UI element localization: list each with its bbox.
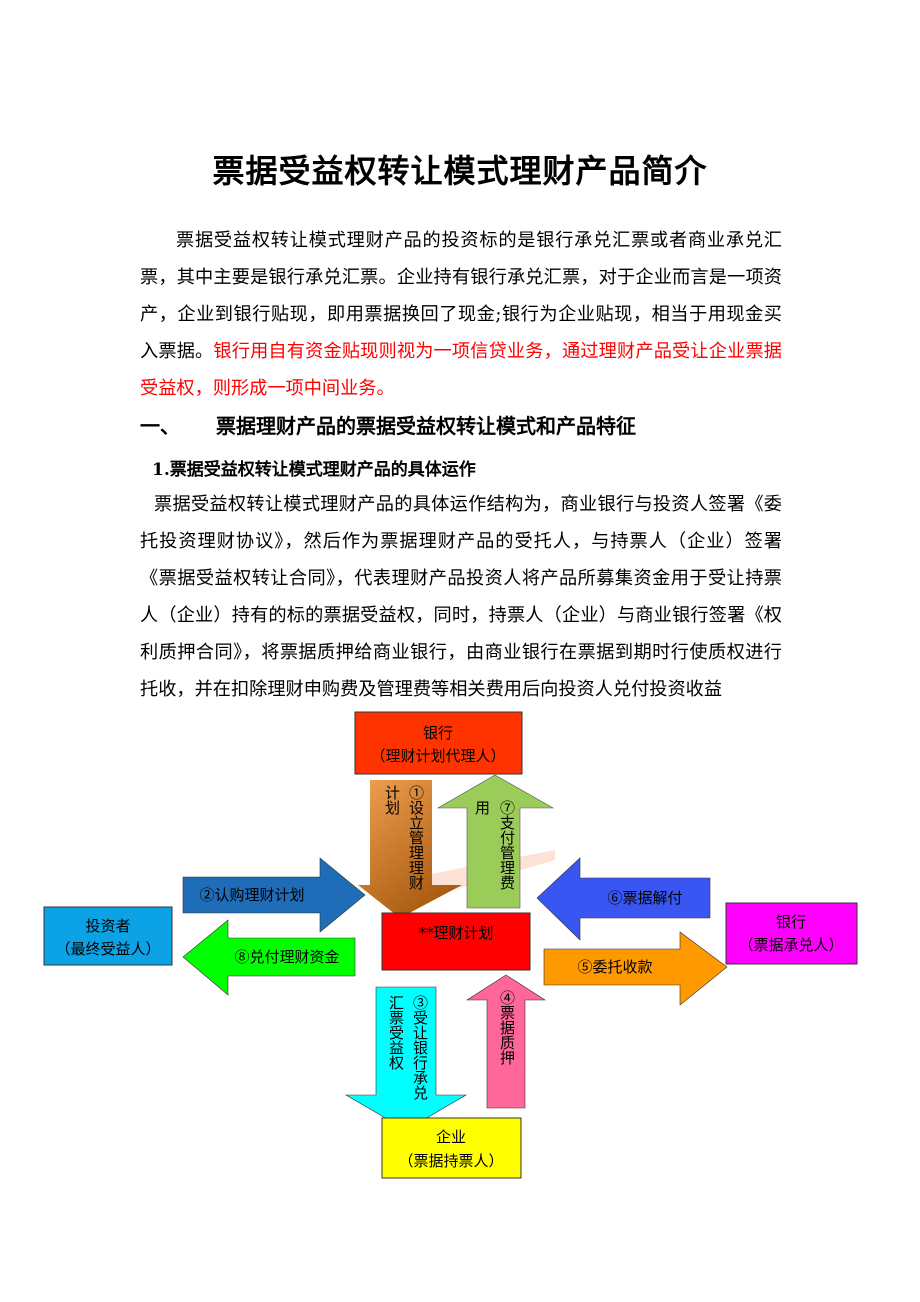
arrow-subscribe-plan: ②认购理财计划	[182, 857, 366, 933]
svg-text:（票据承兑人）: （票据承兑人）	[738, 936, 843, 954]
investor-box: 投资者 （最终受益人）	[43, 906, 173, 966]
arrow-bill-payment: ⑥票据解付	[536, 857, 711, 941]
plan-box: **理财计划	[381, 912, 531, 971]
arrow-pay-management-fee: ⑦支付管理费 用	[436, 774, 555, 909]
intro-text: 票据受益权转让模式理财产品的投资标的是银行承兑汇票或者商业承兑汇票，其中主要是银…	[140, 230, 782, 362]
arrow-set-up-plan: ①设立管理理财 计划	[358, 780, 462, 918]
intro-highlight: 银行用自有资金贴现则视为一项信贷业务，通过理财产品受让企业票据受益权，则形成一项…	[140, 341, 782, 399]
svg-text:③受让银行承兑: ③受让银行承兑	[411, 995, 429, 1101]
enterprise-box: 企业 （票据持票人）	[381, 1117, 522, 1179]
svg-text:④票据质押: ④票据质押	[498, 990, 516, 1066]
svg-text:⑤委托收款: ⑤委托收款	[577, 958, 652, 976]
svg-text:⑦支付管理费: ⑦支付管理费	[498, 800, 516, 890]
document-title: 票据受益权转让模式理财产品简介	[212, 152, 708, 190]
svg-text:⑧兑付理财资金: ⑧兑付理财资金	[234, 948, 339, 966]
section-title: 票据理财产品的票据受益权转让模式和产品特征	[216, 414, 636, 438]
svg-text:企业: 企业	[436, 1128, 466, 1146]
svg-text:银行: 银行	[423, 724, 453, 742]
section-number: 一、	[140, 414, 180, 438]
svg-text:用: 用	[473, 800, 491, 816]
subsection-heading: 1.票据受益权转让模式理财产品的具体运作	[152, 460, 476, 480]
arrow-label: ①设立管理理财	[407, 785, 425, 891]
bank-agent-box: 银行 （理财计划代理人）	[354, 711, 523, 775]
svg-text:银行: 银行	[776, 913, 806, 931]
bank-acceptor-box: 银行 （票据承兑人）	[725, 902, 858, 965]
svg-text:⑥票据解付: ⑥票据解付	[607, 889, 682, 907]
arrow-transfer-beneficial-right: ③受让银行承兑 汇票受益权	[344, 986, 468, 1131]
svg-text:（理财计划代理人）: （理财计划代理人）	[370, 747, 505, 765]
svg-text:汇票受益权: 汇票受益权	[387, 995, 405, 1070]
arrow-entrusted-collection: ⑤委托收款	[543, 931, 728, 1006]
svg-text:**理财计划: **理财计划	[418, 924, 493, 942]
svg-text:②认购理财计划: ②认购理财计划	[199, 886, 304, 904]
svg-text:投资者: 投资者	[85, 917, 130, 935]
arrow-redeem-funds: ⑧兑付理财资金	[182, 919, 356, 996]
svg-text:（票据持票人）: （票据持票人）	[398, 1152, 503, 1170]
arrow-bill-pledge: ④票据质押	[465, 974, 547, 1109]
intro-paragraph: 票据受益权转让模式理财产品的投资标的是银行承兑汇票或者商业承兑汇票，其中主要是银…	[140, 222, 782, 407]
section-heading: 一、 票据理财产品的票据受益权转让模式和产品特征	[140, 410, 636, 439]
svg-text:（最终受益人）: （最终受益人）	[55, 940, 160, 958]
arrow-label: 计划	[383, 785, 401, 815]
body-paragraph: 票据受益权转让模式理财产品的具体运作结构为，商业银行与投资人签署《委托投资理财协…	[140, 494, 782, 700]
